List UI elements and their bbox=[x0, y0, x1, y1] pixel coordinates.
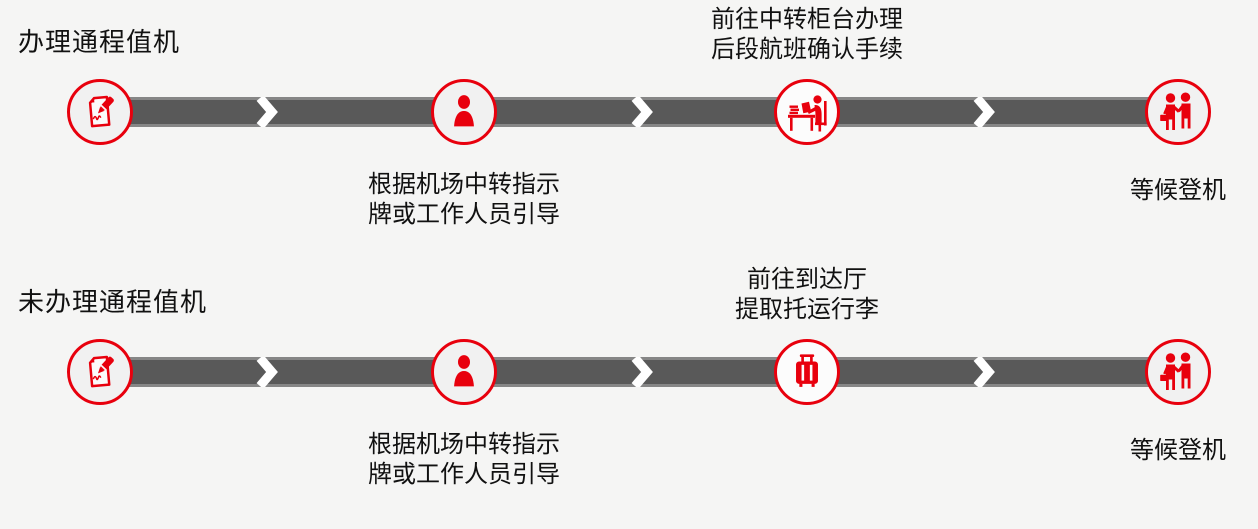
row-title: 办理通程值机 bbox=[18, 27, 181, 57]
flow-row-no-through-checkin: 未办理通程值机 bbox=[0, 260, 1258, 520]
step-circle-baggage-claim bbox=[774, 339, 840, 405]
step-circle-guide bbox=[431, 79, 497, 145]
chevron-arrow-icon bbox=[973, 357, 995, 387]
step-circle-transfer-counter bbox=[774, 79, 840, 145]
transfer-counter-icon bbox=[788, 95, 827, 132]
chevron-arrow-icon bbox=[256, 97, 278, 127]
baggage-claim-icon bbox=[796, 354, 818, 387]
flow-row-through-checkin: 办理通程值机 bbox=[0, 0, 1258, 260]
chevron-arrow-icon bbox=[256, 357, 278, 387]
step-label-transfer-counter: 前往中转柜台办理 后段航班确认手续 bbox=[711, 6, 903, 63]
signature-document-icon bbox=[88, 355, 114, 388]
chevron-arrow-icon bbox=[973, 97, 995, 127]
waiting-passengers-icon bbox=[1160, 92, 1191, 130]
chevron-arrow-icon bbox=[631, 357, 653, 387]
step-label-guide: 根据机场中转指示 牌或工作人员引导 bbox=[368, 171, 560, 228]
step-label-guide: 根据机场中转指示 牌或工作人员引导 bbox=[368, 431, 560, 488]
guide-person-icon bbox=[454, 355, 474, 387]
signature-document-icon bbox=[88, 95, 114, 128]
chevron-arrow-icon bbox=[631, 97, 653, 127]
step-circle-check-in bbox=[67, 79, 133, 145]
step-label-baggage-claim: 前往到达厅 提取托运行李 bbox=[735, 266, 879, 323]
waiting-passengers-icon bbox=[1160, 352, 1191, 390]
row-title: 未办理通程值机 bbox=[18, 287, 208, 317]
step-circle-check-in bbox=[67, 339, 133, 405]
step-label-boarding: 等候登机 bbox=[1130, 437, 1226, 464]
step-circle-boarding bbox=[1145, 79, 1211, 145]
step-circle-guide bbox=[431, 339, 497, 405]
step-label-boarding: 等候登机 bbox=[1130, 177, 1226, 204]
guide-person-icon bbox=[454, 95, 474, 127]
step-circle-boarding bbox=[1145, 339, 1211, 405]
